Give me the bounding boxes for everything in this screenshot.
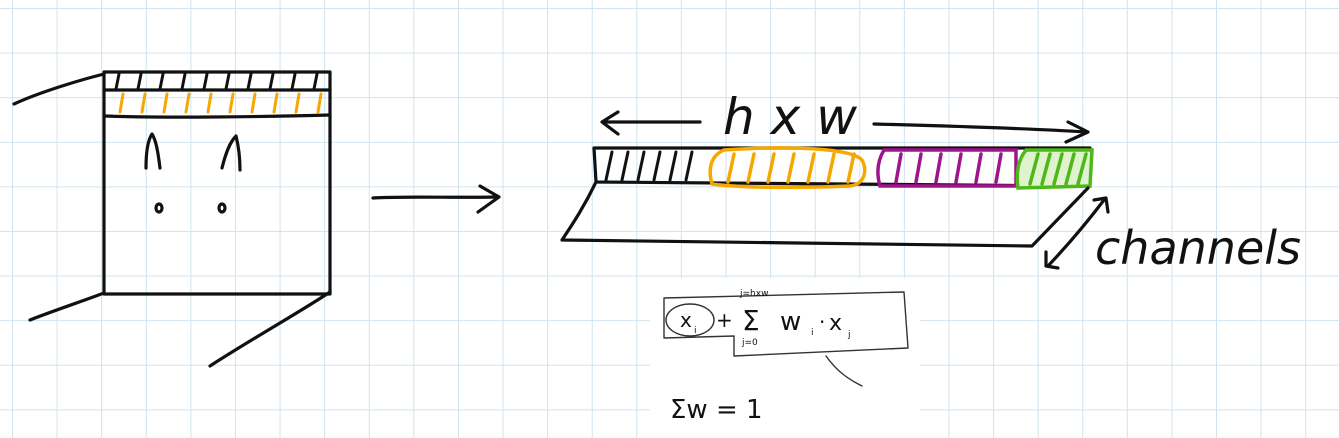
yellow-segment bbox=[708, 146, 867, 190]
top-row-hatching bbox=[114, 72, 319, 91]
sub-i-second: i bbox=[811, 328, 814, 338]
hatch-stroke bbox=[312, 72, 319, 91]
weight-constraint: Σw = 1 bbox=[670, 395, 763, 425]
cube-bottom-right-edge bbox=[208, 290, 332, 368]
hatch-stroke bbox=[290, 72, 297, 91]
hatch-stroke bbox=[894, 152, 903, 184]
term-w: w bbox=[780, 307, 801, 337]
hatch-stroke bbox=[114, 72, 121, 91]
cat-eye-right bbox=[217, 202, 227, 214]
purple-segment-hatching bbox=[894, 152, 1003, 184]
formula-box-outer bbox=[663, 291, 909, 357]
hatch-stroke bbox=[620, 150, 630, 182]
hatch-stroke bbox=[636, 150, 646, 182]
plus-sign: + bbox=[716, 308, 733, 332]
hatch-stroke bbox=[726, 152, 736, 184]
multiply-dot: · bbox=[819, 310, 825, 334]
hatch-stroke bbox=[246, 72, 253, 91]
hatch-stroke bbox=[1052, 152, 1064, 186]
hatch-stroke bbox=[826, 152, 836, 184]
hatch-stroke bbox=[652, 150, 662, 182]
hatch-stroke bbox=[684, 150, 694, 182]
hatch-stroke bbox=[180, 72, 187, 91]
hatch-stroke bbox=[954, 152, 963, 184]
sum-lower-bound: j=0 bbox=[741, 338, 758, 348]
cube-front-face bbox=[102, 70, 332, 296]
green-segment-hatching bbox=[1028, 152, 1088, 186]
hatch-stroke bbox=[604, 150, 614, 182]
hatch-stroke bbox=[118, 92, 125, 114]
cube-bottom-left-edge bbox=[28, 291, 106, 322]
hatch-stroke bbox=[1064, 152, 1076, 186]
hatch-stroke bbox=[766, 152, 776, 184]
hatch-stroke bbox=[158, 72, 165, 91]
dimension-arrow-right bbox=[872, 120, 1090, 144]
xi-circle bbox=[665, 303, 715, 337]
term-xi: x bbox=[680, 308, 692, 332]
hatch-stroke bbox=[1028, 152, 1040, 186]
black-segment-hatching bbox=[604, 150, 694, 182]
flatten-arrow-head bbox=[476, 184, 501, 214]
hatch-stroke bbox=[806, 152, 816, 184]
dimension-label: h x w bbox=[723, 88, 857, 146]
hatch-stroke bbox=[1040, 152, 1052, 186]
purple-segment bbox=[876, 148, 1018, 188]
dimension-arrow-left bbox=[600, 110, 702, 136]
sum-sigma: Σ bbox=[742, 304, 760, 337]
sub-i-first: i bbox=[694, 326, 697, 336]
hatch-stroke bbox=[316, 92, 323, 114]
sub-j: j bbox=[847, 330, 851, 340]
cube-row-line-lower bbox=[102, 113, 332, 119]
cat-ear-right bbox=[220, 134, 242, 172]
hatch-stroke bbox=[184, 92, 191, 114]
cat-ear-left bbox=[144, 132, 162, 170]
hatch-stroke bbox=[668, 150, 678, 182]
hatch-stroke bbox=[746, 152, 756, 184]
hatch-stroke bbox=[846, 152, 856, 184]
hatch-stroke bbox=[162, 92, 169, 114]
flatten-arrow-shaft bbox=[371, 195, 499, 200]
cat-eye-left bbox=[154, 202, 164, 214]
cube-top-left-edge bbox=[12, 72, 106, 106]
annotation-pointer bbox=[825, 355, 863, 387]
hatch-stroke bbox=[228, 92, 235, 114]
hatch-stroke bbox=[786, 152, 796, 184]
strip-bottom-face bbox=[560, 180, 1090, 248]
term-xj: x bbox=[829, 311, 842, 336]
hatch-stroke bbox=[914, 152, 923, 184]
hatch-stroke bbox=[1076, 152, 1088, 186]
highlighted-row-hatching bbox=[118, 92, 323, 114]
hatch-stroke bbox=[934, 152, 943, 184]
sum-upper-bound: j=hxw bbox=[739, 289, 768, 299]
hatch-stroke bbox=[994, 152, 1003, 184]
feature-map-cube bbox=[12, 70, 332, 368]
hatch-stroke bbox=[294, 92, 301, 114]
hatch-stroke bbox=[202, 72, 209, 91]
hatch-stroke bbox=[268, 72, 275, 91]
yellow-segment-hatching bbox=[726, 152, 856, 184]
hatch-stroke bbox=[250, 92, 257, 114]
channels-arrow bbox=[1044, 196, 1110, 270]
hatch-stroke bbox=[136, 72, 143, 91]
channels-label: channels bbox=[1095, 221, 1301, 275]
hatch-stroke bbox=[272, 92, 279, 114]
flatten-arrow bbox=[371, 184, 501, 214]
flattened-strip: h x w channels bbox=[560, 88, 1301, 275]
hatch-stroke bbox=[974, 152, 983, 184]
hatch-stroke bbox=[206, 92, 213, 114]
hatch-stroke bbox=[140, 92, 147, 114]
formula-inset: x i + j=hxw Σ j=0 w i · x j Σw = 1 bbox=[650, 278, 920, 438]
hatch-stroke bbox=[224, 72, 231, 91]
